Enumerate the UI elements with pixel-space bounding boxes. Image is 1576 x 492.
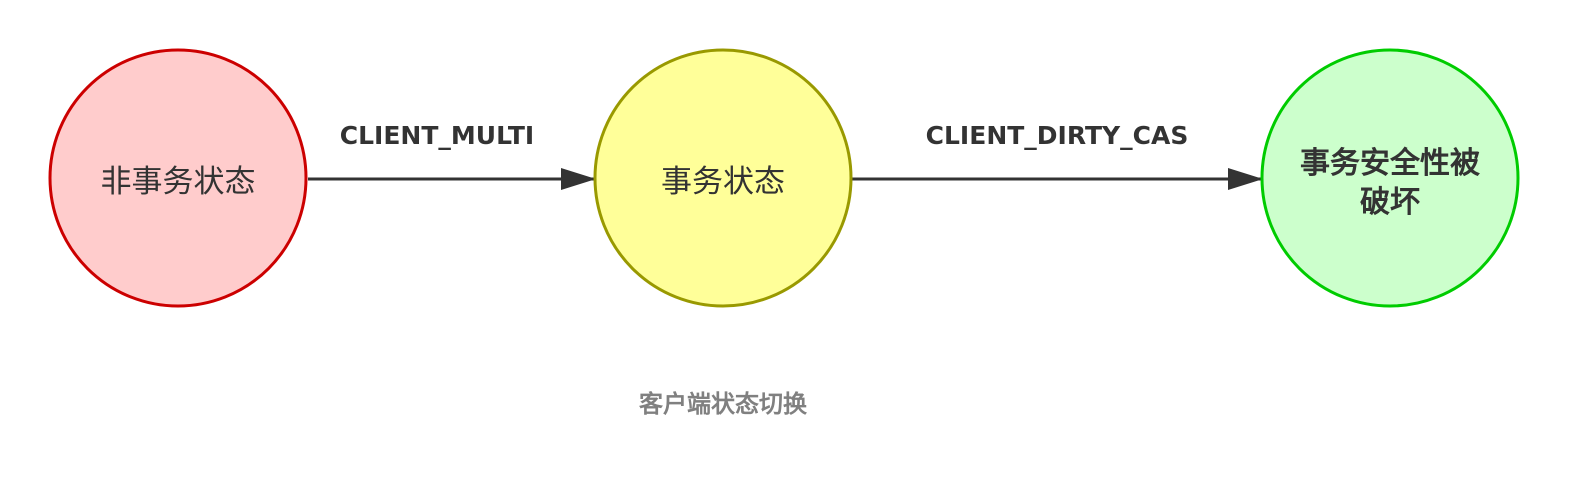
edge-label: CLIENT_MULTI: [340, 121, 534, 150]
state-label: 非事务状态: [101, 164, 256, 200]
arrowhead-icon: [1228, 168, 1263, 190]
node-transaction-broken-state: 事务安全性被 破坏: [1260, 48, 1520, 308]
edge-label: CLIENT_DIRTY_CAS: [926, 121, 1189, 150]
edge-client-multi: CLIENT_MULTI: [308, 121, 596, 190]
state-circle: [48, 48, 308, 308]
state-label: 事务状态: [661, 164, 785, 200]
edge-client-dirty-cas: CLIENT_DIRTY_CAS: [852, 121, 1263, 190]
state-circle: [593, 48, 853, 308]
state-label-line-2: 破坏: [1360, 185, 1420, 220]
arrowhead-icon: [561, 168, 596, 190]
state-label-line-1: 事务安全性被: [1300, 146, 1480, 181]
node-transaction-state: 事务状态: [593, 48, 853, 308]
state-circle: [1260, 48, 1520, 308]
node-non-transaction-state: 非事务状态: [48, 48, 308, 308]
diagram-caption: 客户端状态切换: [639, 390, 808, 418]
